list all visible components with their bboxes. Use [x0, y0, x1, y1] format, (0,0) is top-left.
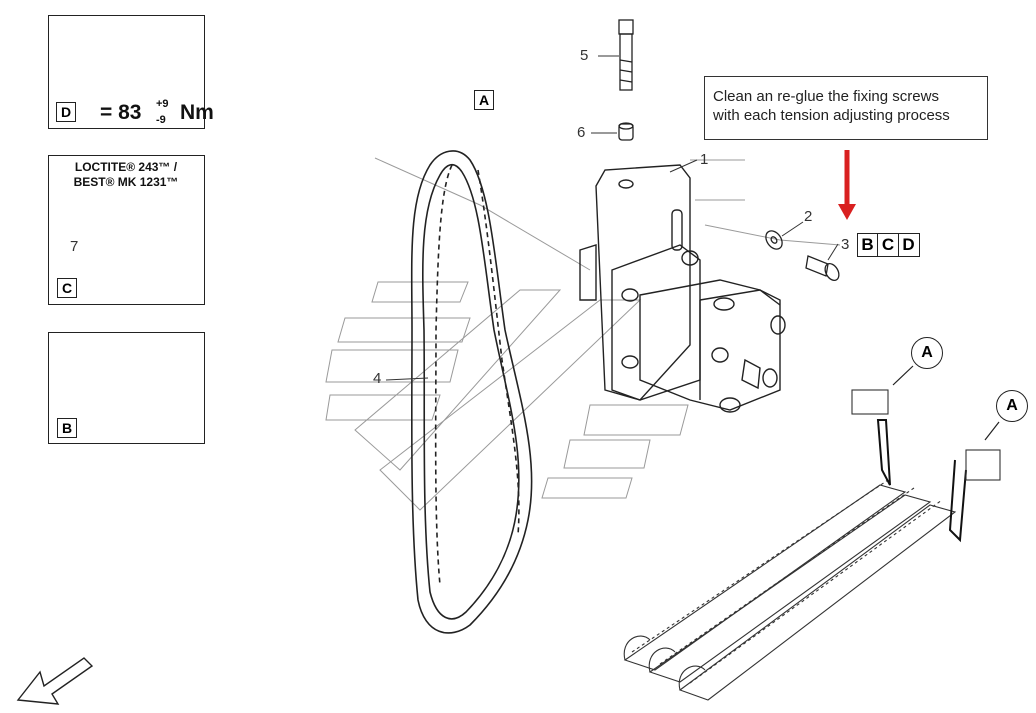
screw-3: [805, 255, 840, 282]
callout-leaders: [385, 55, 839, 381]
step-boxes: B C D: [856, 233, 920, 259]
torque-unit: Nm: [180, 101, 214, 124]
washer-2: [765, 230, 783, 250]
callout-3: 3: [841, 236, 850, 253]
callout-6: 6: [577, 124, 586, 141]
loctite-spec: LOCTITE® 243™ / BEST® MK 1231™: [48, 160, 204, 190]
detail-bubble-a-2: A: [996, 390, 1028, 422]
grease-box-letter: B: [57, 418, 77, 438]
tensioner-bracket-1: [579, 164, 691, 401]
conveyor-overview: [623, 389, 1001, 701]
callout-4: 4: [373, 370, 382, 387]
callout-5: 5: [580, 47, 589, 64]
callout-1: 1: [700, 151, 709, 168]
instruction-arrow: [838, 150, 856, 220]
torque-tol-plus: +9: [156, 98, 169, 110]
callout-2: 2: [804, 208, 813, 225]
loctite-part-number: 7: [70, 238, 79, 255]
torque-box-letter: D: [56, 102, 76, 122]
torque-spec: = 83 +9 -9 Nm: [100, 98, 214, 126]
torque-panel: [48, 15, 205, 129]
loctite-line2: BEST® MK 1231™: [73, 175, 179, 189]
roller-chain-4: [410, 150, 533, 634]
bolt-5: [618, 19, 634, 91]
torque-tol-minus: -9: [156, 114, 166, 126]
detail-bubble-a-1: A: [911, 337, 943, 369]
loctite-line1: LOCTITE® 243™ /: [74, 160, 178, 174]
note-line2: with each tension adjusting process: [713, 107, 950, 124]
view-label: A: [474, 90, 494, 110]
background-frame-ghost: [325, 157, 841, 511]
step-box-d: D: [897, 233, 920, 257]
torque-value: = 83: [100, 101, 142, 124]
spacer-6: [618, 122, 634, 141]
detail-leaders: [892, 365, 1000, 441]
hydraulic-motor: [611, 244, 786, 413]
note-line1: Clean an re-glue the fixing screws: [713, 88, 939, 105]
instruction-note: Clean an re-glue the fixing screws with …: [704, 76, 988, 140]
loctite-box-letter: C: [57, 278, 77, 298]
step-box-b: B: [856, 233, 879, 257]
step-box-c: C: [877, 233, 899, 257]
orientation-arrow-icon: [16, 657, 94, 705]
